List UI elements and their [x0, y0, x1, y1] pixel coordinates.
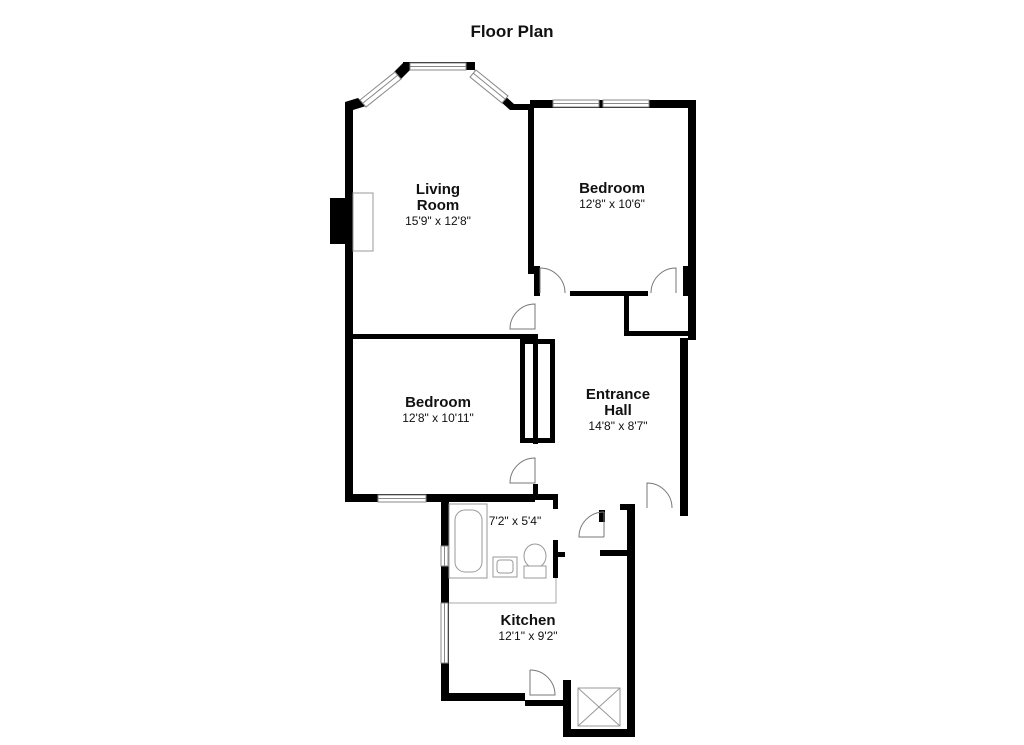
toilet — [523, 543, 547, 569]
bath-fixtures — [448, 503, 547, 579]
room-name: Entrance Hall — [585, 386, 651, 419]
room-dims: 14'8" x 8'7" — [588, 418, 648, 433]
room-name: Living Room — [415, 181, 461, 214]
kitchen-counter — [449, 578, 557, 604]
room-bathroom: 7'2" x 5'4" — [470, 514, 560, 528]
room-dims: 12'8" x 10'11" — [402, 410, 474, 425]
room-dims: 12'1" x 9'2" — [498, 628, 558, 643]
room-entrance-hall: Entrance Hall 14'8" x 8'7" — [548, 387, 688, 432]
room-dims: 15'9" x 12'8" — [405, 213, 471, 228]
room-name: Kitchen — [500, 612, 556, 629]
interior-walls — [349, 104, 690, 578]
skylight — [577, 687, 621, 727]
room-living: Living Room 15'9" x 12'8" — [368, 182, 508, 227]
room-kitchen: Kitchen 12'1" x 9'2" — [458, 613, 598, 642]
room-bedroom-2: Bedroom 12'8" x 10'11" — [368, 395, 508, 424]
room-dims: 12'8" x 10'6" — [579, 196, 645, 211]
doors — [509, 267, 677, 696]
room-name: Bedroom — [579, 180, 645, 197]
fireplace — [352, 192, 374, 252]
page-title: Floor Plan — [470, 22, 554, 41]
room-dims: 7'2" x 5'4" — [488, 514, 542, 528]
room-name: Bedroom — [405, 394, 471, 411]
room-bedroom-1: Bedroom 12'8" x 10'6" — [542, 181, 682, 210]
windows — [359, 62, 650, 664]
